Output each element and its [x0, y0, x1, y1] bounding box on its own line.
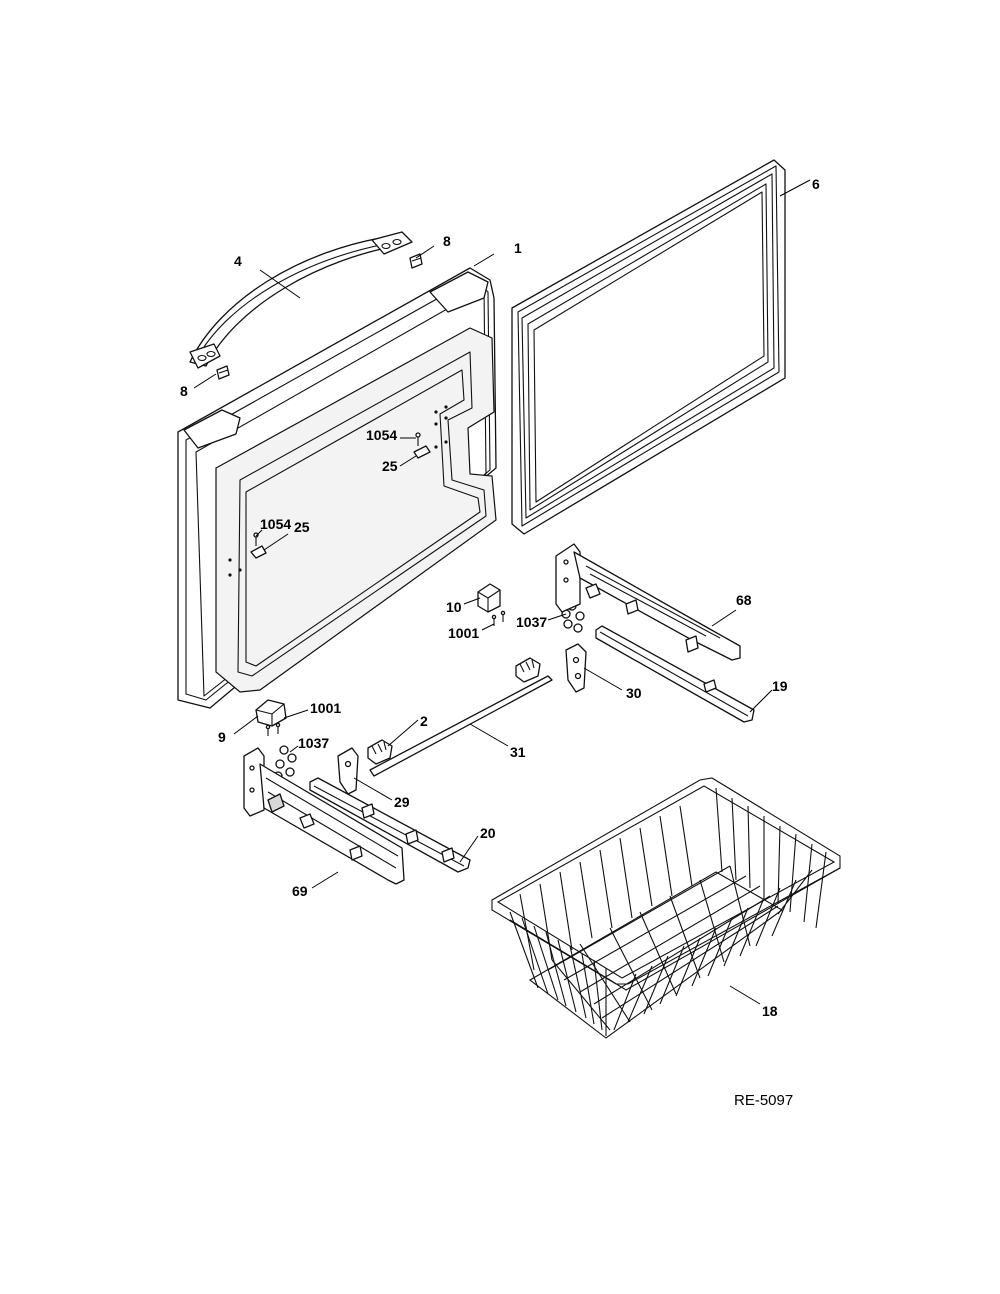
callout-68: 68 — [736, 592, 752, 608]
slide-bracket-left — [243, 747, 405, 885]
callout-1037-right: 1037 — [516, 614, 547, 630]
door-clip-lower — [250, 532, 267, 559]
callout-1037-left: 1037 — [298, 735, 329, 751]
callout-4: 4 — [234, 253, 242, 269]
drawer-arm-right — [565, 643, 587, 693]
slide-cap-left — [255, 699, 287, 727]
freezer-door — [177, 267, 497, 709]
drawer-arm-left — [337, 747, 359, 795]
callout-6: 6 — [812, 176, 820, 192]
callout-1: 1 — [514, 240, 522, 256]
callout-2: 2 — [420, 713, 428, 729]
callout-1001-right: 1001 — [448, 625, 479, 641]
callout-18: 18 — [762, 1003, 778, 1019]
slide-rail-right — [595, 625, 755, 723]
door-clip-upper — [413, 432, 431, 459]
callout-8-top: 8 — [443, 233, 451, 249]
callout-10: 10 — [446, 599, 462, 615]
slide-cap-right — [477, 583, 501, 613]
callout-8-bottom: 8 — [180, 383, 188, 399]
callout-25-lower: 25 — [294, 519, 310, 535]
callout-25-upper: 25 — [382, 458, 398, 474]
wire-basket — [491, 777, 841, 1039]
callout-31: 31 — [510, 744, 526, 760]
callout-20: 20 — [480, 825, 496, 841]
callout-29: 29 — [394, 794, 410, 810]
callout-19: 19 — [772, 678, 788, 694]
door-gasket — [511, 159, 786, 535]
leader-lines — [193, 179, 811, 1005]
callout-69: 69 — [292, 883, 308, 899]
slide-bracket-right — [555, 543, 741, 661]
handle-screw-bottom — [216, 365, 230, 380]
callout-30: 30 — [626, 685, 642, 701]
callout-1054-lower: 1054 — [260, 516, 291, 532]
callouts: 1 4 8 6 8 1054 25 1054 25 10 1001 1037 6… — [180, 176, 820, 1019]
callout-9: 9 — [218, 729, 226, 745]
diagram-reference-code: RE-5097 — [734, 1092, 793, 1109]
slide-rail-left — [309, 777, 471, 873]
handle-screw-top — [409, 253, 423, 269]
door-handle — [189, 231, 413, 369]
pinion-gear-left — [367, 739, 393, 765]
screw-1001-left — [265, 722, 281, 736]
callout-1054-upper: 1054 — [366, 427, 397, 443]
callout-1001-left: 1001 — [310, 700, 341, 716]
connecting-rod — [369, 675, 553, 777]
pinion-gear-right — [515, 657, 541, 683]
screw-1001-right — [491, 610, 506, 626]
